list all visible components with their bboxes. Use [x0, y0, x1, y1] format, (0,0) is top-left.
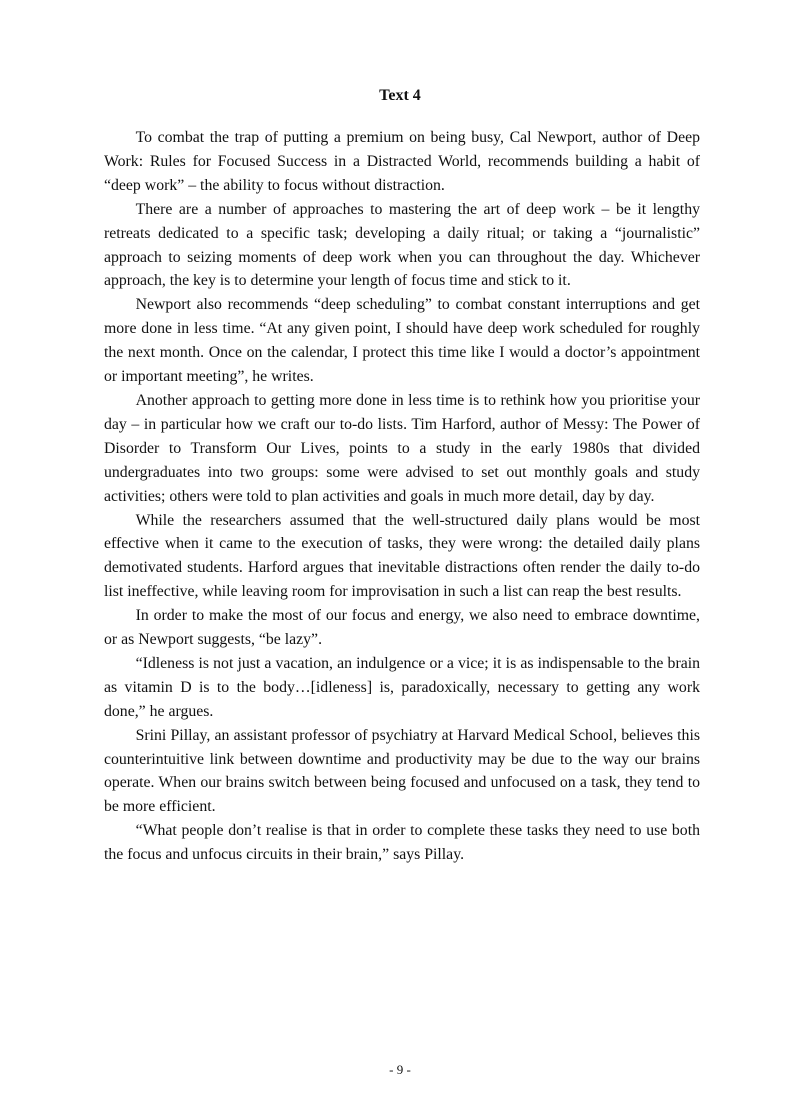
paragraph-5: While the researchers assumed that the w… [104, 511, 700, 601]
page-number: - 9 - [389, 1062, 411, 1077]
paragraph-9: “What people don’t realise is that in or… [104, 822, 700, 864]
paragraph-6: In order to make the most of our focus a… [104, 607, 700, 649]
paragraph-3: Newport also recommends “deep scheduling… [104, 296, 700, 386]
page-title: Text 4 [379, 87, 421, 104]
paragraph-2: There are a number of approaches to mast… [104, 200, 700, 290]
body-text: To combat the trap of putting a premium … [104, 126, 700, 867]
paragraph-8: Srini Pillay, an assistant professor of … [104, 726, 700, 816]
paragraph-4: Another approach to getting more done in… [104, 391, 700, 505]
paragraph-1: To combat the trap of putting a premium … [104, 129, 700, 194]
paragraph-7: “Idleness is not just a vacation, an ind… [104, 654, 700, 720]
